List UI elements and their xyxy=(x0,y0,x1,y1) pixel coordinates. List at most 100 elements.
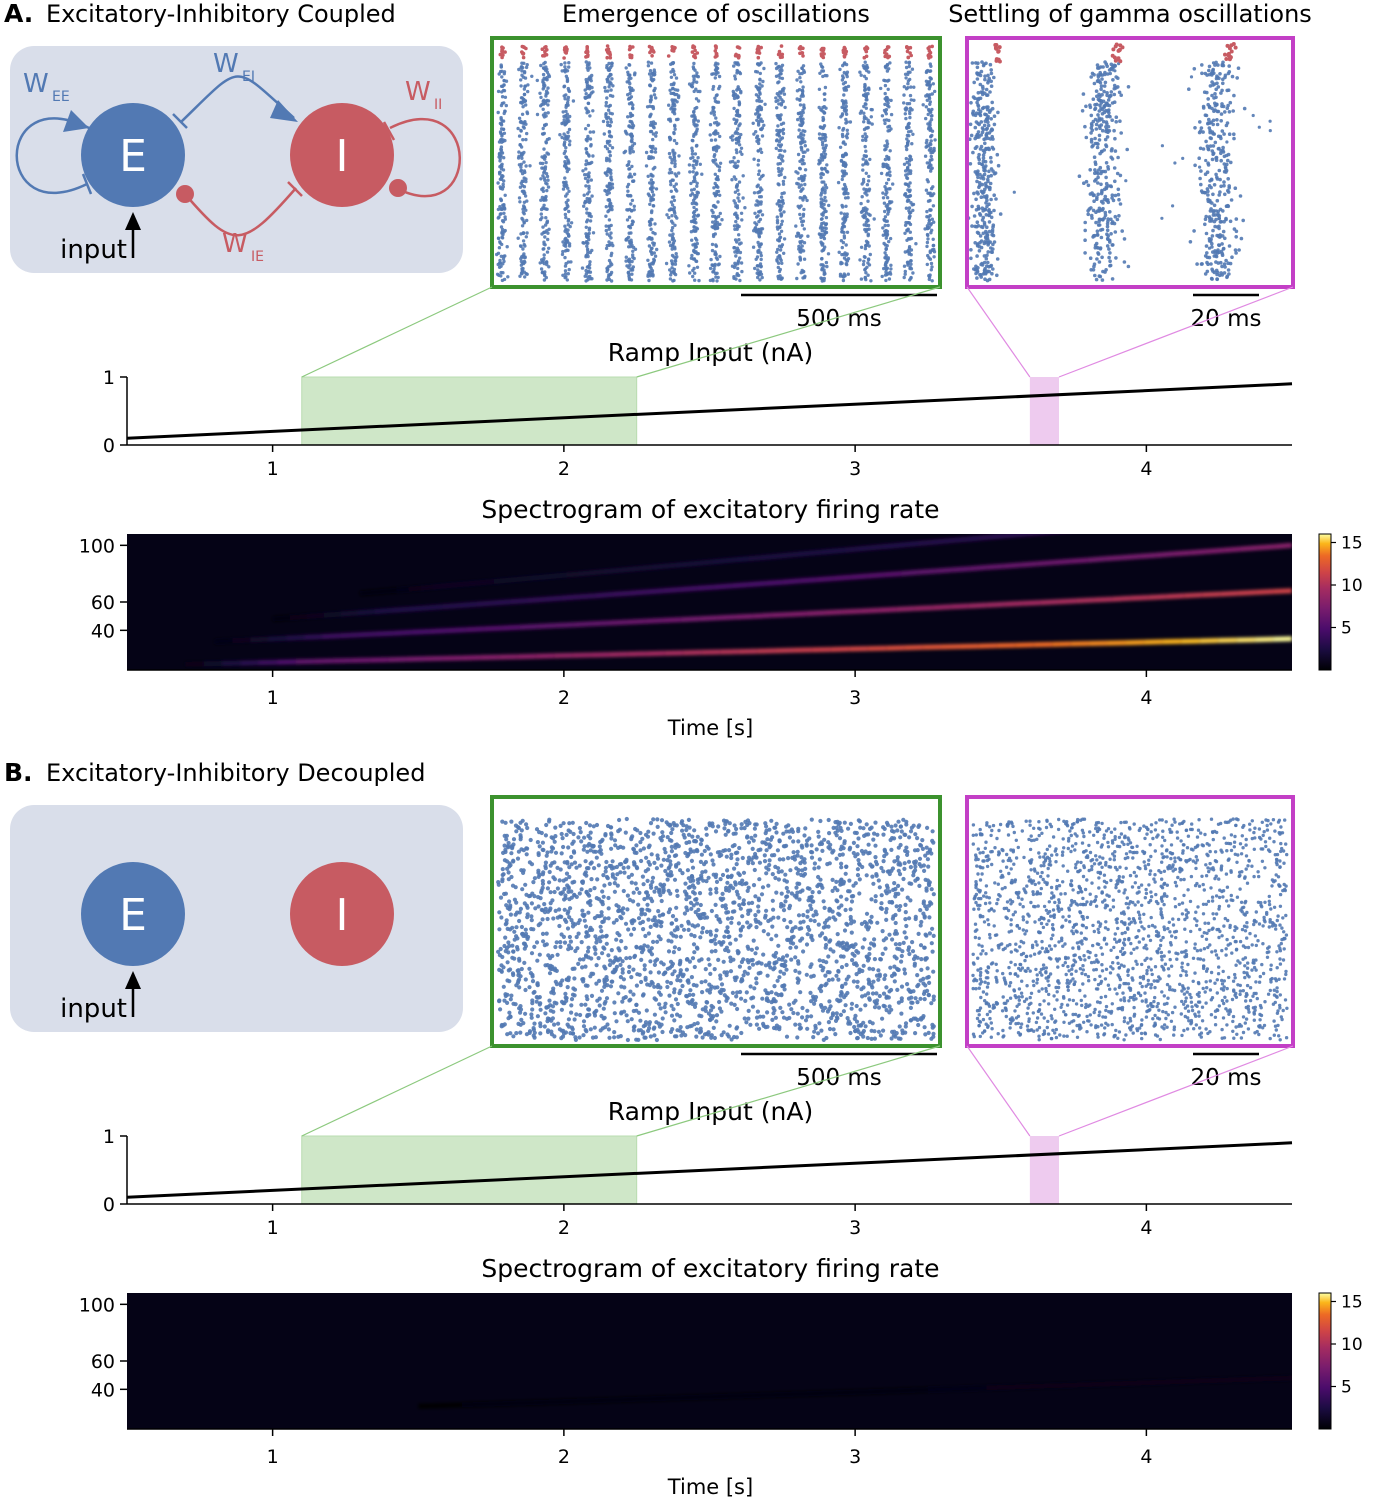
excitatory-spike xyxy=(801,64,806,68)
excitatory-spike xyxy=(627,167,631,171)
excitatory-spike xyxy=(823,146,828,150)
excitatory-spike xyxy=(563,272,568,276)
spectrogram-band-harmonic-3 xyxy=(850,573,868,580)
excitatory-spike xyxy=(772,984,777,989)
spectrogram-band-harmonic-2 xyxy=(411,629,431,635)
excitatory-spike xyxy=(1204,158,1208,163)
spectrogram-band-fundamental xyxy=(461,655,481,661)
excitatory-spike xyxy=(670,161,674,165)
excitatory-spike xyxy=(669,189,673,193)
excitatory-spike xyxy=(584,92,588,96)
excitatory-spike xyxy=(1195,262,1199,266)
excitatory-spike xyxy=(693,245,698,249)
excitatory-spike xyxy=(669,219,674,223)
excitatory-spike xyxy=(978,213,983,217)
spectrogram-band-harmonic-3 xyxy=(748,580,766,588)
excitatory-spike xyxy=(756,163,760,167)
spectrogram-band-harmonic-2 xyxy=(1166,593,1185,600)
excitatory-spike xyxy=(821,198,826,202)
excitatory-spike xyxy=(630,268,635,272)
inhibitory-spike xyxy=(1113,44,1118,49)
excitatory-spike xyxy=(1201,106,1206,110)
excitatory-spike xyxy=(498,212,502,216)
excitatory-spike xyxy=(673,247,677,251)
excitatory-spike xyxy=(547,265,551,269)
excitatory-spike xyxy=(520,96,524,100)
excitatory-spike xyxy=(992,75,996,80)
excitatory-spike xyxy=(542,206,546,211)
excitatory-spike xyxy=(627,277,632,282)
spectrogram-band-harmonic-2 xyxy=(609,619,628,626)
excitatory-spike xyxy=(977,122,981,127)
excitatory-spike xyxy=(540,216,544,220)
spectrogram-x-tick-label: 1 xyxy=(267,687,279,709)
excitatory-spike xyxy=(669,200,674,204)
excitatory-spike xyxy=(596,956,601,961)
excitatory-spike xyxy=(778,225,782,229)
excitatory-spike xyxy=(521,105,525,109)
excitatory-spike xyxy=(1112,86,1117,91)
excitatory-spike xyxy=(859,277,864,281)
excitatory-spike xyxy=(629,88,633,93)
excitatory-spike xyxy=(884,147,888,151)
excitatory-spike xyxy=(778,90,782,94)
excitatory-spike xyxy=(1106,109,1110,113)
excitatory-spike xyxy=(673,211,677,215)
excitatory-spike xyxy=(844,72,848,76)
excitatory-spike xyxy=(734,254,738,258)
excitatory-spike xyxy=(1215,122,1220,127)
excitatory-spike xyxy=(883,256,887,260)
excitatory-spike xyxy=(1222,219,1226,224)
excitatory-spike xyxy=(693,152,698,156)
excitatory-spike xyxy=(759,253,763,258)
excitatory-spike xyxy=(630,140,634,144)
raster-left-spikes xyxy=(496,816,936,1043)
spectrogram-band-harmonic-3 xyxy=(510,598,528,605)
spectrogram-band-harmonic-2 xyxy=(375,630,395,637)
excitatory-spike xyxy=(717,122,721,126)
excitatory-spike xyxy=(606,115,611,120)
excitatory-spike xyxy=(924,70,929,75)
spectrogram-band-harmonic-3 xyxy=(408,605,426,612)
excitatory-spike xyxy=(564,93,568,97)
excitatory-spike xyxy=(733,161,737,165)
excitatory-spike xyxy=(591,231,596,235)
excitatory-spike xyxy=(974,267,979,272)
excitatory-spike xyxy=(778,236,782,240)
excitatory-spike xyxy=(713,262,717,267)
excitatory-spike xyxy=(802,227,806,231)
excitatory-spike xyxy=(779,148,783,152)
excitatory-spike xyxy=(795,276,799,281)
excitatory-spike xyxy=(983,240,987,244)
excitatory-spike xyxy=(798,235,803,239)
excitatory-spike xyxy=(667,240,672,244)
excitatory-spike xyxy=(733,190,738,194)
excitatory-spike xyxy=(651,174,655,178)
excitatory-spike xyxy=(672,239,677,243)
excitatory-spike xyxy=(902,264,907,268)
excitatory-spike xyxy=(519,129,523,133)
excitatory-spike xyxy=(1211,192,1215,197)
excitatory-spike xyxy=(929,154,933,159)
excitatory-spike xyxy=(1220,264,1224,269)
excitatory-spike xyxy=(1088,256,1093,261)
excitatory-spike xyxy=(1097,138,1102,142)
excitatory-spike xyxy=(546,99,551,103)
excitatory-spike xyxy=(885,219,889,223)
excitatory-spike xyxy=(796,152,801,157)
spectrogram-band-harmonic-2 xyxy=(645,617,664,624)
spectrogram-band-harmonic-3 xyxy=(391,606,409,613)
excitatory-spike xyxy=(521,231,526,236)
excitatory-spike xyxy=(711,108,715,113)
excitatory-spike xyxy=(1224,170,1228,174)
excitatory-spike xyxy=(868,121,872,125)
excitatory-spike xyxy=(608,111,612,115)
ramp-x-tick-label: 3 xyxy=(849,458,861,480)
excitatory-spike xyxy=(739,261,744,265)
excitatory-spike xyxy=(777,183,781,187)
excitatory-spike xyxy=(803,1018,809,1023)
excitatory-spike xyxy=(864,243,868,247)
excitatory-spike xyxy=(866,257,871,261)
excitatory-spike xyxy=(774,96,778,100)
